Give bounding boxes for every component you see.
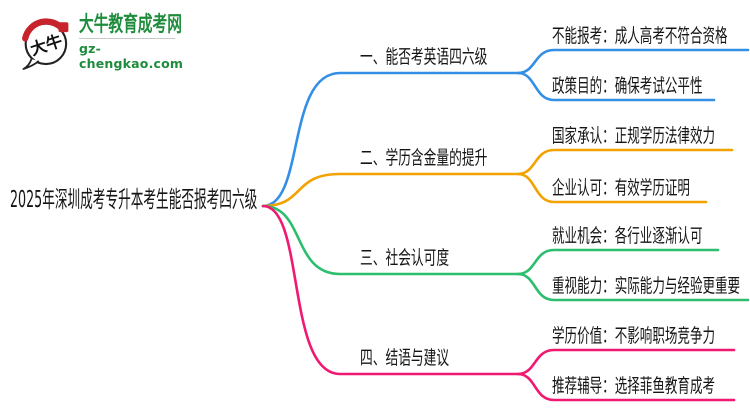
branch-1-child-2: 政策目的：确保考试公平性 [552,75,750,98]
root-topic: 2025年深圳成考专升本考生能否报考四六级 [10,187,460,215]
child-label-text: 不能报考：成人高考不符合资格 [552,25,728,47]
branch-2-child-1: 国家承认：正规学历法律效力 [552,125,750,148]
branch-3-child-1-line [516,248,720,276]
branch-label-text: 二、学历含金量的提升 [360,147,488,169]
child-label-text: 就业机会：各行业逐渐认可 [552,225,703,247]
branch-2-child-2: 企业认可：有效学历证明 [552,177,750,200]
branch-label-text: 一、能否考英语四六级 [360,46,488,68]
branch-1-child-1: 不能报考：成人高考不符合资格 [552,25,750,48]
branch-label-2: 二、学历含金量的提升 [360,147,550,170]
branch-4-main-line [261,204,520,376]
branch-2-child-2-line [516,172,708,204]
branch-1-child-1-line [516,48,750,75]
logo-text-block: 大牛教育成考网 gz-chengkao.com [79,12,226,71]
branch-4-child-2: 推荐辅导：选择菲鱼教育成考 [552,375,750,398]
child-label-text: 重视能力：实际能力与经验更重要 [552,275,741,297]
branch-2-child-1-line [516,148,734,176]
logo-red-seal [58,21,69,32]
child-label-text: 企业认可：有效学历证明 [552,177,690,199]
branch-3-child-2-line [516,272,750,302]
branch-2-lines [261,148,734,208]
branch-1-child-2-line [516,71,716,102]
child-label-text: 推荐辅导：选择菲鱼教育成考 [552,375,716,397]
branch-1-main-line [261,71,520,208]
child-label-text: 学历价值：不影响职场竞争力 [552,325,716,347]
branch-3-main-line [261,204,520,276]
branch-3-child-1: 就业机会：各行业逐渐认可 [552,225,750,248]
child-label-text: 政策目的：确保考试公平性 [552,75,703,97]
branch-label-1: 一、能否考英语四六级 [360,46,550,69]
logo-bubble-tail [22,58,40,70]
logo-bubble-icon: 大牛 [22,17,69,70]
logo-site-name: 大牛教育成考网 [79,12,226,38]
branch-1-lines [261,48,750,208]
branch-4-child-1-line [516,348,736,376]
site-logo[interactable]: 大牛 大牛教育成考网 gz-chengkao.com [18,12,226,71]
branch-label-text: 三、社会认可度 [360,247,450,269]
branch-label-3: 三、社会认可度 [360,247,493,270]
branch-4-lines [261,204,736,402]
branch-label-text: 四、结语与建议 [360,347,450,369]
root-topic-text: 2025年深圳成考专升本考生能否报考四六级 [10,187,258,213]
branch-4-child-1: 学历价值：不影响职场竞争力 [552,325,750,348]
branch-label-4: 四、结语与建议 [360,347,493,370]
logo-site-name-text: 大牛教育成考网 [79,12,182,36]
logo-domain: gz-chengkao.com [79,38,183,71]
child-label-text: 国家承认：正规学历法律效力 [552,125,716,147]
branch-2-main-line [261,172,520,208]
branch-3-lines [261,204,750,302]
branch-3-child-2: 重视能力：实际能力与经验更重要 [552,275,750,298]
branch-4-child-2-line [516,372,736,402]
